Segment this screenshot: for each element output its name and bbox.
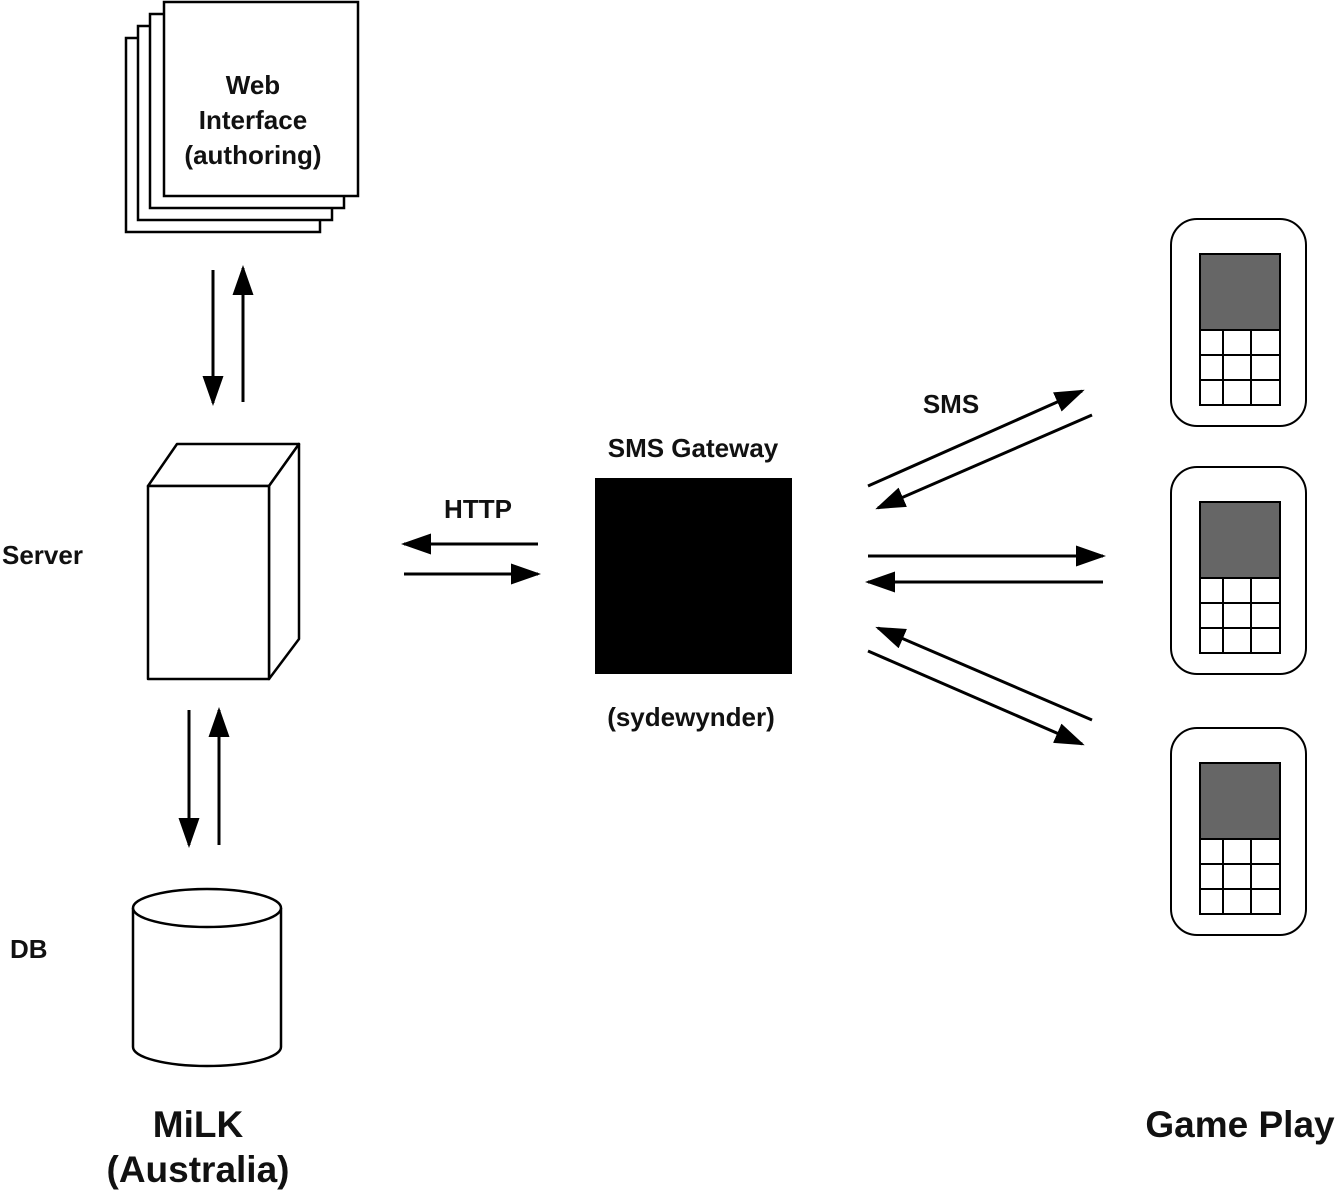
db-top (131, 887, 283, 929)
phones-group (1170, 218, 1307, 936)
server-icon (146, 442, 301, 681)
server-front-face (146, 484, 271, 681)
phone-screen (1199, 253, 1281, 331)
web-interface-label-line2: Interface (199, 105, 307, 135)
phone-screen (1199, 501, 1281, 579)
server-side-face (267, 442, 301, 681)
web-interface-document-stack-icon (124, 0, 360, 234)
phone-middle-icon (1170, 466, 1307, 675)
sms-gateway-title: SMS Gateway (608, 433, 779, 463)
sms-gateway-box (595, 478, 792, 674)
server-label: Server (2, 540, 83, 570)
arrow-gateway-to-phone-top (867, 389, 1085, 488)
web-server-arrows (202, 265, 254, 406)
phone-bottom-icon (1170, 727, 1307, 936)
phone-keypad (1199, 329, 1281, 406)
database-icon (131, 887, 283, 1068)
arrow-phone-bottom-to-gateway (875, 626, 1093, 722)
web-interface-label-line3: (authoring) (184, 140, 321, 170)
http-label: HTTP (444, 494, 512, 524)
document-page-1 (162, 0, 360, 198)
arrow-phone-top-to-gateway (875, 413, 1093, 510)
server-db-arrows (178, 707, 230, 848)
milk-title-line1: MiLK (153, 1104, 244, 1145)
sms-label: SMS (923, 389, 979, 419)
phone-keypad (1199, 577, 1281, 654)
db-body (131, 908, 283, 1068)
phone-screen (1199, 762, 1281, 840)
web-interface-label-line1: Web (226, 70, 280, 100)
phone-keypad (1199, 838, 1281, 915)
http-arrows (401, 533, 541, 585)
sms-arrows (865, 389, 1106, 746)
milk-title-line2: (Australia) (107, 1149, 290, 1190)
sms-gateway-subtitle: (sydewynder) (607, 702, 775, 732)
arrow-gateway-to-phone-bottom (867, 649, 1085, 746)
phone-top-icon (1170, 218, 1307, 427)
db-label: DB (10, 934, 48, 964)
game-play-label: Game Play (1145, 1104, 1335, 1145)
